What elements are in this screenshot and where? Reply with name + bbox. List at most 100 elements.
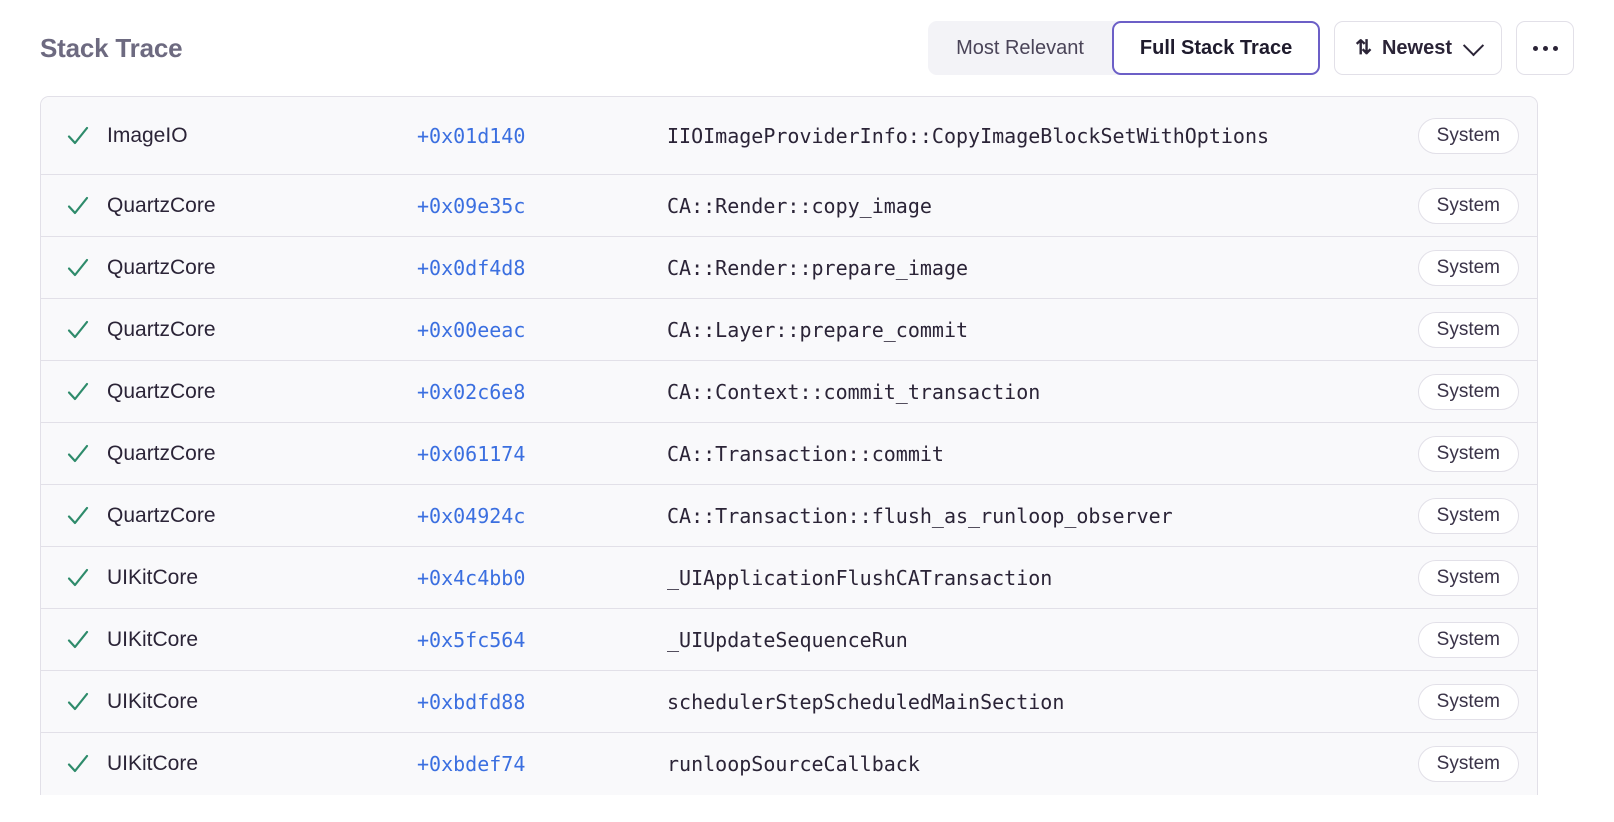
instruction-offset-link[interactable]: +0x01d140	[417, 123, 526, 148]
ellipsis-icon	[1532, 45, 1538, 51]
status-badge: System	[1417, 621, 1519, 658]
row-tag-cell: System	[1369, 311, 1519, 348]
row-status-cell	[41, 193, 107, 219]
row-status-cell	[41, 689, 107, 715]
row-tag-cell: System	[1369, 559, 1519, 596]
row-tag-cell: System	[1369, 621, 1519, 658]
table-row[interactable]: QuartzCore +0x061174 CA::Transaction::comm…	[41, 423, 1537, 485]
panel-header: Stack Trace Most Relevant Full Stack Tra…	[0, 0, 1614, 96]
status-badge: System	[1417, 373, 1519, 410]
instruction-offset-link[interactable]: +0xbdfd88	[417, 689, 526, 714]
function-name: IIOImageProviderInfo::CopyImageBlockSetW…	[667, 123, 1270, 148]
row-tag-cell: System	[1369, 249, 1519, 286]
row-status-cell	[41, 123, 107, 149]
table-row[interactable]: UIKitCore +0xbdef74 runloopSourceCallback S…	[41, 733, 1537, 795]
status-badge: System	[1417, 311, 1519, 348]
status-badge: System	[1417, 435, 1519, 472]
ellipsis-icon	[1542, 45, 1548, 51]
check-icon	[67, 444, 89, 462]
check-icon	[67, 320, 89, 338]
row-tag-cell: System	[1369, 187, 1519, 224]
chevron-down-icon	[1462, 34, 1485, 56]
instruction-offset-link[interactable]: +0x00eeac	[417, 317, 526, 342]
segment-most-relevant[interactable]: Most Relevant	[956, 36, 1084, 59]
table-row[interactable]: UIKitCore +0x5fc564 _UIUpdateSequenceRun Sy…	[41, 609, 1537, 671]
segment-full-stack-trace[interactable]: Full Stack Trace	[1111, 21, 1321, 75]
table-row[interactable]: QuartzCore +0x04924c CA::Transaction::flus…	[41, 485, 1537, 547]
status-badge: System	[1417, 249, 1519, 286]
check-icon	[67, 754, 89, 773]
instruction-offset-link[interactable]: +0x02c6e8	[417, 379, 526, 404]
row-tag-cell: System	[1369, 435, 1519, 472]
function-name: CA::Transaction::flush_as_runloop_observ…	[667, 503, 1173, 528]
row-status-cell	[41, 255, 107, 281]
table-row[interactable]: UIKitCore +0x4c4bb0 _UIApplicationFlushCAT…	[41, 547, 1537, 609]
more-options-button[interactable]	[1516, 21, 1574, 75]
row-status-cell	[41, 751, 107, 777]
row-status-cell	[41, 317, 107, 343]
function-name: CA::Render::copy_image	[667, 193, 932, 218]
check-icon	[67, 382, 89, 400]
row-status-cell	[41, 441, 107, 467]
row-tag-cell: System	[1369, 497, 1519, 534]
function-name: schedulerStepScheduledMainSection	[667, 689, 1065, 714]
instruction-offset-link[interactable]: +0xbdef74	[417, 752, 526, 776]
function-name: CA::Context::commit_transaction	[667, 379, 1041, 404]
function-name: _UIUpdateSequenceRun	[667, 627, 908, 652]
module-name: QuartzCore	[107, 503, 216, 527]
row-status-cell	[41, 627, 107, 653]
module-name: UIKitCore	[107, 627, 199, 651]
check-icon	[67, 506, 89, 524]
status-badge: System	[1417, 559, 1519, 596]
status-badge: System	[1417, 187, 1519, 224]
module-name: QuartzCore	[107, 317, 216, 341]
check-icon	[67, 568, 89, 586]
check-icon	[67, 126, 89, 144]
sort-button-label: Newest	[1381, 36, 1452, 59]
status-badge: System	[1417, 746, 1519, 782]
table-row[interactable]: QuartzCore +0x02c6e8 CA::Context::commit_t…	[41, 361, 1537, 423]
status-badge: System	[1417, 683, 1519, 720]
sort-button[interactable]: ⇅ Newest	[1334, 21, 1502, 75]
module-name: UIKitCore	[107, 689, 199, 713]
row-tag-cell: System	[1369, 683, 1519, 720]
row-tag-cell: System	[1369, 117, 1519, 154]
status-badge: System	[1417, 117, 1519, 154]
module-name: QuartzCore	[107, 255, 216, 279]
row-status-cell	[41, 379, 107, 405]
ellipsis-icon	[1552, 45, 1558, 51]
instruction-offset-link[interactable]: +0x061174	[417, 441, 526, 466]
table-row[interactable]: QuartzCore +0x0df4d8 CA::Render::prepare_i…	[41, 237, 1537, 299]
row-status-cell	[41, 565, 107, 591]
function-name: runloopSourceCallback	[667, 752, 920, 776]
module-name: UIKitCore	[107, 565, 199, 589]
row-tag-cell: System	[1369, 746, 1519, 782]
instruction-offset-link[interactable]: +0x5fc564	[417, 627, 526, 652]
module-name: ImageIO	[107, 123, 188, 147]
page-title: Stack Trace	[40, 32, 183, 63]
table-row[interactable]: UIKitCore +0xbdfd88 schedulerStepScheduled…	[41, 671, 1537, 733]
check-icon	[67, 630, 89, 648]
instruction-offset-link[interactable]: +0x09e35c	[417, 193, 526, 218]
module-name: QuartzCore	[107, 193, 216, 217]
function-name: CA::Render::prepare_image	[667, 255, 969, 280]
module-name: UIKitCore	[107, 752, 199, 775]
check-icon	[67, 258, 89, 276]
table-row[interactable]: ImageIO +0x01d140 IIOImageProviderInfo::Co…	[41, 97, 1537, 175]
function-name: _UIApplicationFlushCATransaction	[667, 565, 1053, 590]
sort-arrows-icon: ⇅	[1355, 37, 1372, 59]
check-icon	[67, 692, 89, 710]
instruction-offset-link[interactable]: +0x04924c	[417, 503, 526, 528]
module-name: QuartzCore	[107, 441, 216, 465]
stack-trace-view-segmented-control[interactable]: Most Relevant Full Stack Trace	[928, 21, 1321, 75]
header-toolbar: Most Relevant Full Stack Trace ⇅ Newest	[928, 21, 1574, 75]
row-tag-cell: System	[1369, 373, 1519, 410]
function-name: CA::Transaction::commit	[667, 441, 944, 466]
instruction-offset-link[interactable]: +0x0df4d8	[417, 255, 526, 280]
instruction-offset-link[interactable]: +0x4c4bb0	[417, 565, 526, 590]
module-name: QuartzCore	[107, 379, 216, 403]
check-icon	[67, 196, 89, 214]
table-row[interactable]: QuartzCore +0x09e35c CA::Render::copy_imag…	[41, 175, 1537, 237]
